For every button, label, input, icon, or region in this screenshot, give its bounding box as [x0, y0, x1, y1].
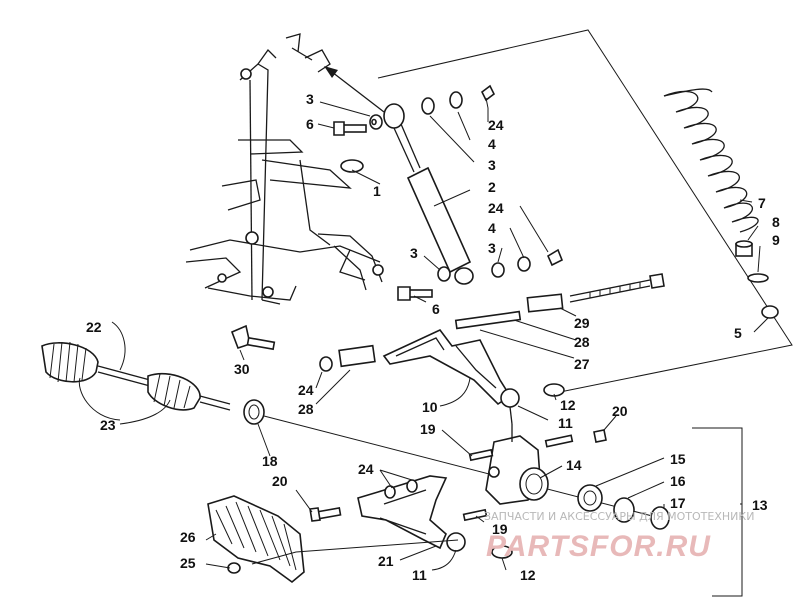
callout-24: 24 [358, 461, 374, 477]
callout-28: 28 [574, 334, 590, 350]
callout-3: 3 [488, 157, 496, 173]
callout-24: 24 [488, 117, 504, 133]
hub-parts [577, 484, 670, 530]
callout-8: 8 [772, 214, 780, 230]
callout-12: 12 [560, 397, 576, 413]
callout-11: 11 [412, 567, 427, 583]
upper-hardware [333, 84, 496, 173]
callout-17: 17 [670, 495, 686, 511]
callout-23: 23 [100, 417, 116, 433]
watermark-tagline: ЗАПЧАСТИ И АКСЕССУАРЫ ДЛЯ МОТОТЕХНИКИ [484, 510, 754, 523]
spindle-group-bracket [692, 427, 743, 597]
callout-19: 19 [420, 421, 436, 437]
callout-5: 5 [734, 325, 742, 341]
shock-absorber [383, 103, 474, 285]
callout-21: 21 [378, 553, 394, 569]
callout-24: 24 [298, 382, 314, 398]
steering-knuckle [485, 424, 549, 505]
callout-3: 3 [306, 91, 314, 107]
callout-26: 26 [180, 529, 196, 545]
callout-2: 2 [488, 179, 496, 195]
pivot-tube [454, 273, 665, 330]
callout-3: 3 [410, 245, 418, 261]
callout-7: 7 [758, 195, 766, 211]
coil-spring [663, 88, 759, 233]
left-bushings [319, 344, 376, 372]
spring-retainer-parts [735, 240, 779, 319]
upper-a-arm [382, 329, 520, 425]
watermark-logo: PARTSFOR.RU [486, 530, 711, 563]
callout-30: 30 [234, 361, 250, 377]
stud [230, 324, 276, 351]
watermark: ЗАПЧАСТИ И АКСЕССУАРЫ ДЛЯ МОТОТЕХНИКИ PA… [484, 510, 754, 563]
frame [185, 33, 384, 305]
callout-4: 4 [488, 136, 496, 152]
callout-28: 28 [298, 401, 314, 417]
upper-bolts [468, 429, 607, 462]
callout-22: 22 [86, 319, 102, 335]
callout-3: 3 [488, 240, 496, 256]
callout-29: 29 [574, 315, 590, 331]
callout-19: 19 [492, 521, 508, 537]
callout-15: 15 [670, 451, 686, 467]
callout-4: 4 [488, 220, 496, 236]
callout-6: 6 [306, 116, 314, 132]
lower-bolts [309, 507, 488, 522]
callout-24: 24 [488, 200, 504, 216]
leader-lines [78, 97, 769, 571]
callout-9: 9 [772, 232, 780, 248]
direction-arrow [324, 66, 385, 113]
lower-shock-hardware [397, 248, 564, 301]
callout-6: 6 [432, 301, 440, 317]
callout-16: 16 [670, 473, 686, 489]
shock-group-box [377, 29, 793, 393]
callout-27: 27 [574, 356, 590, 372]
snap-ring-upper [543, 383, 565, 397]
callout-numbers: 3 6 1 24 4 3 2 24 4 3 3 6 7 8 9 5 29 28 … [86, 91, 780, 583]
callout-1: 1 [373, 183, 381, 199]
callout-18: 18 [262, 453, 278, 469]
callout-14: 14 [566, 457, 582, 473]
callout-13: 13 [752, 497, 768, 513]
cv-axle [41, 341, 265, 425]
callout-25: 25 [180, 555, 196, 571]
a-arm-guard [207, 495, 305, 584]
callout-11: 11 [558, 415, 573, 431]
lower-a-arm [357, 475, 466, 552]
callout-20: 20 [272, 473, 288, 489]
callout-10: 10 [422, 399, 438, 415]
callout-12: 12 [520, 567, 536, 583]
callout-20: 20 [612, 403, 628, 419]
